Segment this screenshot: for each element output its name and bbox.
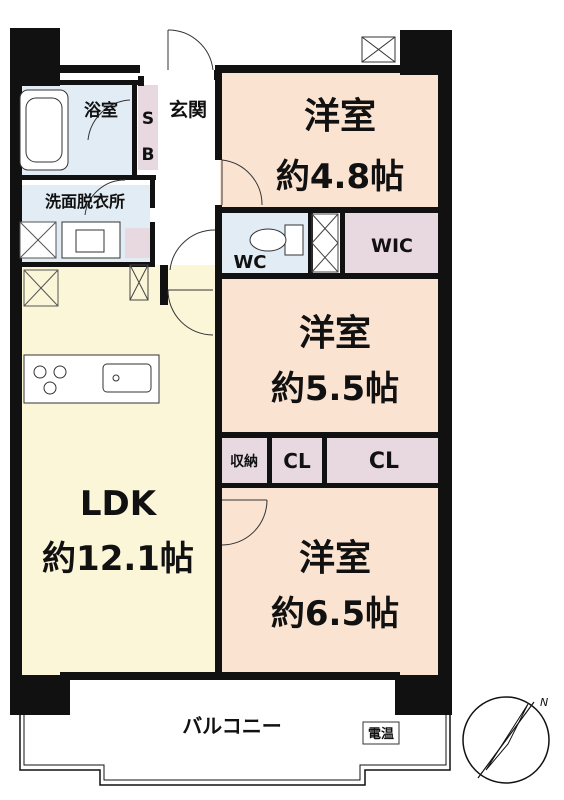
- washbasin-icon: [61, 221, 121, 259]
- compass-north-label: N: [540, 696, 548, 709]
- entrance-label: 玄関: [169, 98, 207, 121]
- toilet-label: WC: [233, 252, 266, 273]
- western-room-1-area: [220, 70, 445, 210]
- water-heater-label: 電温: [368, 727, 394, 742]
- balcony-label: バルコニー: [182, 714, 282, 738]
- closet-x-marks: [129, 213, 339, 301]
- wic-area: [345, 212, 443, 274]
- washing-machine-space-icon: [19, 221, 57, 259]
- bathroom-label: 浴室: [84, 100, 118, 121]
- western-room-2-name: 洋室: [299, 313, 371, 354]
- washroom-label: 洗面脱衣所: [45, 192, 125, 211]
- fridge-space-icon: [23, 269, 59, 307]
- ldk-size: 約12.1帖: [42, 539, 194, 579]
- shoe-box-b-label: B: [142, 145, 155, 165]
- western-room-3-name: 洋室: [299, 538, 371, 579]
- closet-2-label: CL: [369, 449, 399, 474]
- closet-1-area: [272, 438, 322, 483]
- door-swings: [84, 29, 268, 546]
- toilet-icon: [249, 224, 304, 256]
- western-room-3-area: [220, 485, 445, 675]
- ldk-area: [20, 265, 220, 675]
- closet-1-label: CL: [283, 449, 311, 473]
- shoe-box-s-label: S: [142, 109, 154, 129]
- western-room-3-size: 約6.5帖: [271, 594, 399, 634]
- walls: [10, 28, 452, 715]
- water-heater-box: [362, 721, 400, 745]
- shoe-box-area: [138, 85, 158, 170]
- closet-2-area: [327, 438, 443, 483]
- kitchen-counter-icon: [23, 354, 160, 404]
- balcony: [19, 714, 451, 786]
- western-room-1-name: 洋室: [304, 96, 376, 137]
- interior-walls: [16, 70, 440, 675]
- storage-label: 収納: [230, 453, 258, 470]
- hall-closet-area: [125, 228, 152, 258]
- bathtub-icon: [19, 89, 69, 171]
- north-arrow-icon: [462, 696, 550, 784]
- wic-label: WIC: [371, 235, 413, 257]
- shaft-icon: [361, 36, 396, 63]
- western-room-2-size: 約5.5帖: [271, 369, 399, 409]
- ldk-name: LDK: [80, 484, 158, 524]
- western-room-2-area: [220, 278, 445, 433]
- western-room-1-size: 約4.8帖: [276, 157, 404, 197]
- storage-area: [222, 438, 267, 483]
